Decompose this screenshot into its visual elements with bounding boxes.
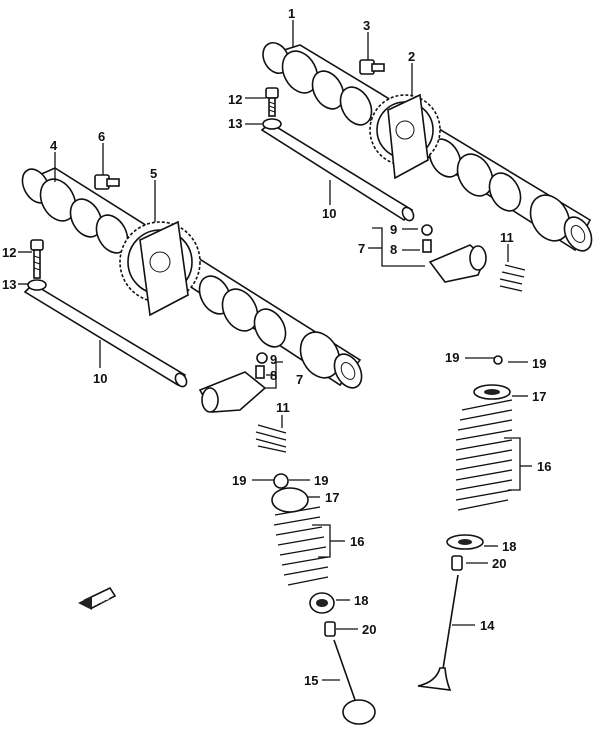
front-direction-marker: FWD: [78, 586, 117, 610]
left-valve-assembly: [271, 473, 376, 725]
label-16b: 16: [350, 534, 364, 549]
label-10a: 10: [322, 206, 336, 221]
upper-rocker-arm: [421, 224, 487, 283]
label-12b: 12: [2, 245, 16, 260]
label-6: 6: [98, 129, 105, 144]
lower-rocker-spring: [255, 424, 287, 453]
label-20b: 20: [362, 622, 376, 637]
right-valve-assembly: [417, 355, 513, 691]
lower-shaft-bolt: [27, 239, 47, 291]
label-19c: 19: [232, 473, 246, 488]
sprocket-bolt-lower: [94, 174, 120, 190]
label-16a: 16: [537, 459, 551, 474]
label-8b: 8: [270, 368, 277, 383]
label-18a: 18: [502, 539, 516, 554]
label-19a: 19: [445, 350, 459, 365]
label-8a: 8: [390, 242, 397, 257]
label-11b: 11: [276, 400, 290, 415]
label-4: 4: [50, 138, 58, 153]
label-13a: 13: [228, 116, 242, 131]
label-11a: 11: [500, 230, 514, 245]
lower-cam-sprocket: [119, 220, 201, 317]
label-14: 14: [480, 618, 495, 633]
label-7a: 7: [358, 241, 365, 256]
upper-cam-sprocket: [369, 93, 441, 180]
sprocket-bolt-upper: [359, 59, 385, 75]
label-9b: 9: [270, 352, 277, 367]
label-12a: 12: [228, 92, 242, 107]
label-20a: 20: [492, 556, 506, 571]
part-labels: 1 3 2 12 13 10 9 7 8 11 4 6 5 12 13 10 9…: [2, 6, 551, 688]
label-13b: 13: [2, 277, 16, 292]
label-10b: 10: [93, 371, 107, 386]
label-1: 1: [288, 6, 295, 21]
label-3: 3: [363, 18, 370, 33]
lower-rocker-arm: [198, 352, 268, 413]
label-15: 15: [304, 673, 318, 688]
upper-rocker-spring: [499, 264, 526, 292]
label-9a: 9: [390, 222, 397, 237]
label-17a: 17: [532, 389, 546, 404]
label-17b: 17: [325, 490, 339, 505]
label-2: 2: [408, 49, 415, 64]
leader-lines: [18, 20, 532, 681]
label-19b: 19: [532, 356, 546, 371]
upper-shaft-bolt: [262, 87, 282, 130]
label-5: 5: [150, 166, 157, 181]
label-19d: 19: [314, 473, 328, 488]
label-7b: 7: [296, 372, 303, 387]
label-18b: 18: [354, 593, 368, 608]
